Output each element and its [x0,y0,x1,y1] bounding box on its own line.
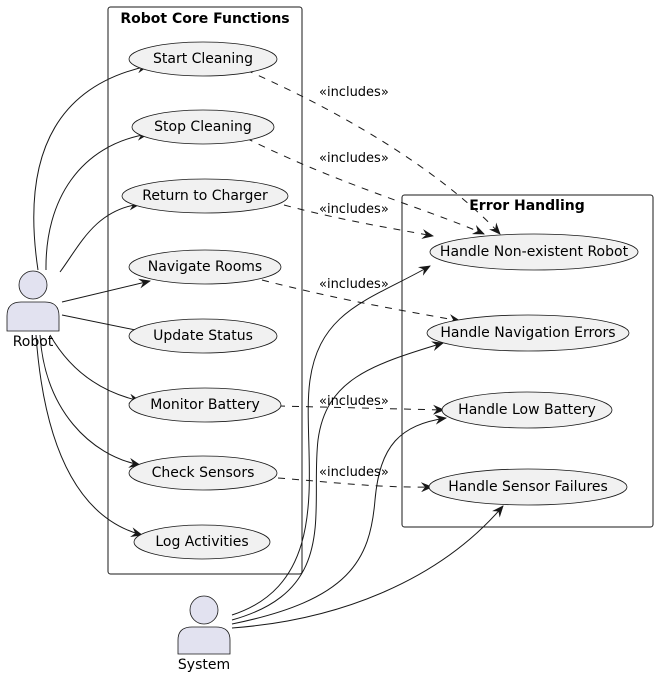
include-label-navigate-rooms: «includes» [319,277,389,292]
use-case-label: Handle Low Battery [458,402,596,418]
use-case-stop-cleaning[interactable]: Stop Cleaning [131,109,275,145]
association-robot-return-to-charger [59,200,141,273]
association-robot-check-sensors [39,334,141,468]
include-label-monitor-battery: «includes» [319,394,389,409]
include-label-check-sensors: «includes» [319,465,389,480]
use-case-handle-sensor-failures[interactable]: Handle Sensor Failures [428,468,628,506]
include-navigate-rooms [261,279,461,324]
use-case-update-status[interactable]: Update Status [128,318,278,354]
person-icon [177,595,231,655]
system-associations [231,265,504,629]
use-case-label: Check Sensors [152,465,255,481]
use-case-label: Update Status [153,328,253,344]
actor-system[interactable]: System [177,595,231,673]
association-robot-monitor-battery [49,334,141,404]
actor-label-robot: Robot [13,334,54,350]
use-case-label: Log Activities [155,534,248,550]
association-robot-navigate-rooms [61,278,151,303]
include-relations [245,69,501,493]
package-title-core: Robot Core Functions [120,11,289,27]
association-system-handle-sensor-failures [231,505,504,629]
use-case-label: Handle Navigation Errors [440,325,615,341]
use-case-label: Return to Charger [142,188,268,204]
include-return-to-charger [283,204,434,239]
use-case-return-to-charger[interactable]: Return to Charger [121,178,289,214]
association-robot-stop-cleaning [45,130,149,271]
use-case-label: Navigate Rooms [148,259,262,275]
package-error-handling: Error Handling [401,194,654,528]
include-label-start-cleaning: «includes» [319,85,389,100]
use-case-label: Handle Sensor Failures [448,479,608,495]
use-case-check-sensors[interactable]: Check Sensors [128,455,278,491]
include-label-stop-cleaning: «includes» [319,151,389,166]
include-start-cleaning [245,69,501,235]
use-case-handle-navigation-errors[interactable]: Handle Navigation Errors [426,314,630,352]
use-case-label: Stop Cleaning [154,119,252,135]
include-check-sensors [277,477,433,493]
person-icon [6,270,60,332]
use-case-monitor-battery[interactable]: Monitor Battery [128,387,282,423]
association-system-handle-nonexistent-robot [231,265,431,616]
use-case-label: Monitor Battery [150,397,259,413]
association-system-handle-low-battery [231,414,447,625]
association-robot-start-cleaning [33,63,149,271]
actor-robot[interactable]: Robot [6,270,60,350]
package-title-errors: Error Handling [469,198,585,214]
package-robot-core-functions: Robot Core Functions [107,6,303,575]
robot-associations [33,63,151,538]
include-stop-cleaning [245,137,485,235]
use-case-label: Start Cleaning [153,51,253,67]
actor-label-system: System [178,657,230,673]
include-labels: «includes» «includes» «includes» «includ… [319,85,389,480]
include-label-return-to-charger: «includes» [319,202,389,217]
use-case-handle-low-battery[interactable]: Handle Low Battery [441,391,613,429]
use-case-label: Handle Non-existent Robot [440,244,629,260]
association-robot-log-activities [35,334,143,538]
association-system-handle-navigation-errors [231,341,444,621]
use-case-log-activities[interactable]: Log Activities [133,524,271,560]
use-case-navigate-rooms[interactable]: Navigate Rooms [128,249,282,285]
use-case-handle-nonexistent-robot[interactable]: Handle Non-existent Robot [429,233,639,271]
use-case-start-cleaning[interactable]: Start Cleaning [128,41,278,77]
